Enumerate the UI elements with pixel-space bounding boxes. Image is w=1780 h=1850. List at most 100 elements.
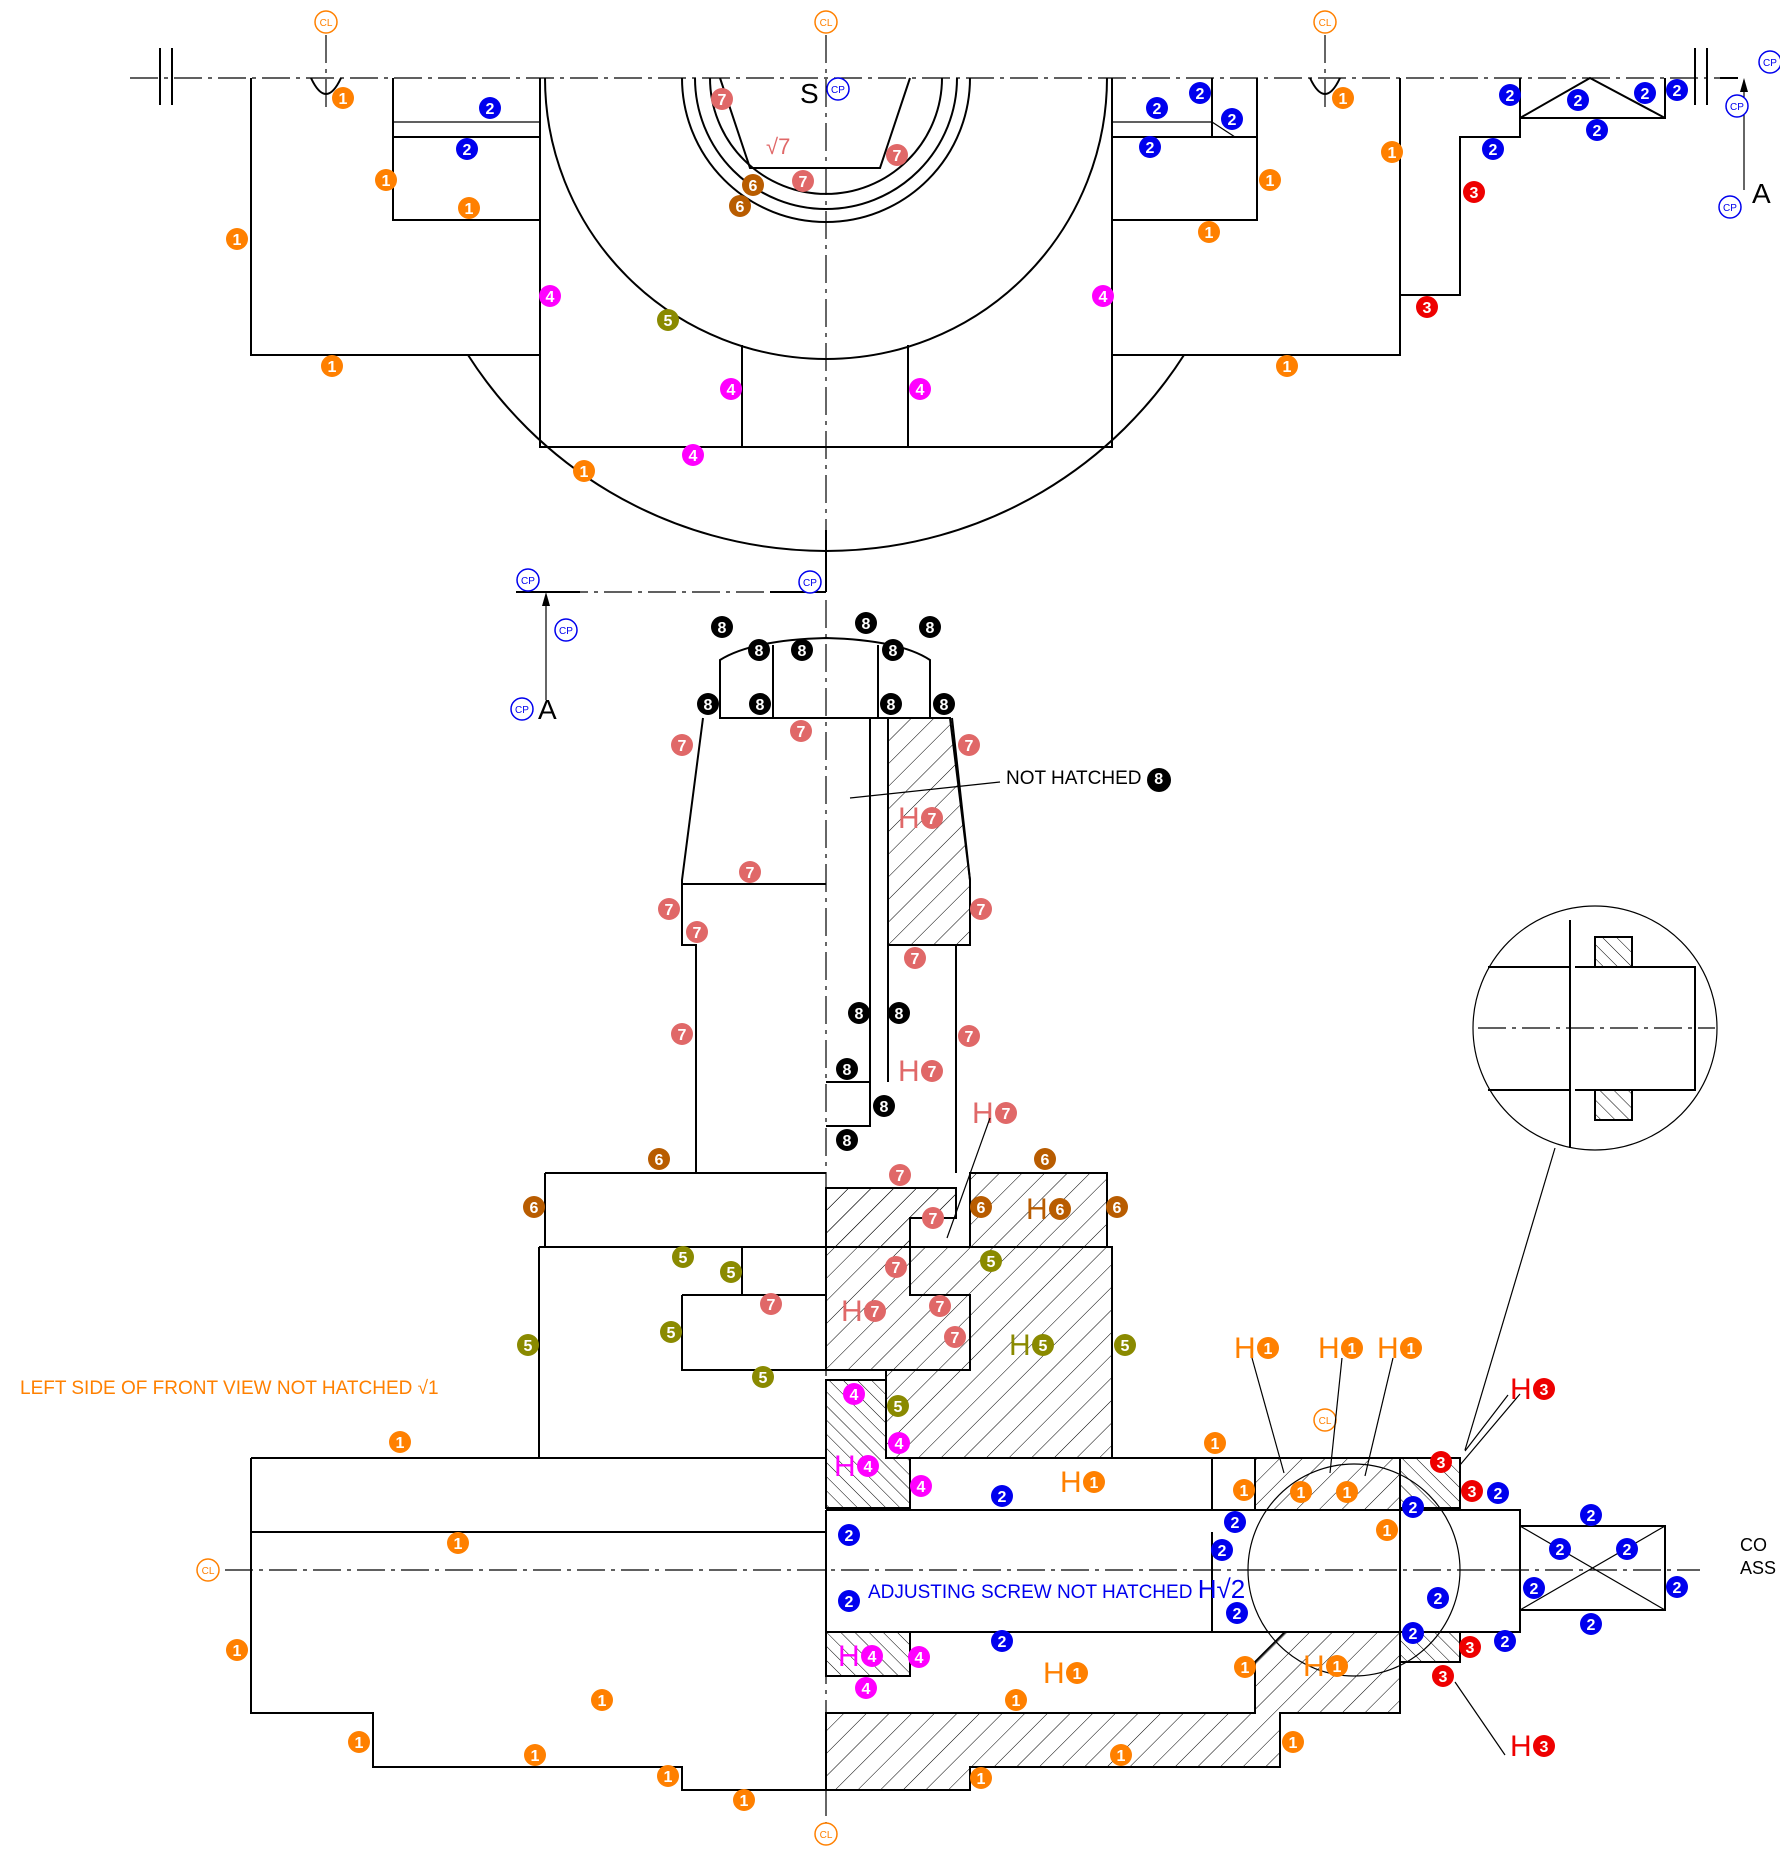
part-1-balloon: 1 — [1005, 1689, 1027, 1711]
svg-text:5: 5 — [664, 313, 673, 330]
part-4-balloon: 4 — [909, 378, 931, 400]
part-4-balloon: 4 — [843, 1383, 865, 1405]
hatch-tag-part-1: H — [1234, 1332, 1256, 1365]
part-6-balloon: 6 — [523, 1196, 545, 1218]
part-7-balloon: 7 — [921, 1060, 943, 1082]
svg-text:3: 3 — [1470, 185, 1479, 202]
part-2-balloon: 2 — [1549, 1538, 1571, 1560]
svg-text:2: 2 — [1489, 142, 1498, 159]
svg-text:5: 5 — [894, 1399, 903, 1416]
svg-text:2: 2 — [1501, 1634, 1510, 1651]
svg-text:8: 8 — [895, 1006, 904, 1023]
note-cut-off-2: ASS — [1740, 1558, 1777, 1578]
centerline-marker: CL — [814, 1822, 838, 1846]
part-4-balloon: 4 — [855, 1677, 877, 1699]
part-7-balloon: 7 — [760, 1293, 782, 1315]
part-1-balloon: 1 — [1326, 1655, 1348, 1677]
part-3-balloon: 3 — [1461, 1480, 1483, 1502]
svg-text:1: 1 — [1289, 1735, 1298, 1752]
leader-line — [946, 1117, 991, 1239]
svg-text:H: H — [1043, 1657, 1065, 1690]
part-2-balloon: 2 — [1499, 84, 1521, 106]
svg-text:H: H — [834, 1450, 856, 1483]
svg-text:1: 1 — [454, 1536, 463, 1553]
svg-text:7: 7 — [871, 1304, 880, 1321]
svg-text:2: 2 — [1231, 1515, 1240, 1532]
svg-text:1: 1 — [1117, 1748, 1126, 1765]
cutting-plane-marker: CP — [554, 618, 578, 642]
part-2-balloon: 2 — [1427, 1587, 1449, 1609]
hatch-tag-part-7: H — [841, 1295, 863, 1328]
svg-text:1: 1 — [531, 1748, 540, 1765]
svg-text:2: 2 — [1506, 88, 1515, 105]
svg-text:1: 1 — [465, 201, 474, 218]
part-2-balloon: 2 — [1567, 89, 1589, 111]
part-7-balloon: 7 — [921, 807, 943, 829]
svg-text:CP: CP — [559, 626, 573, 637]
svg-text:7: 7 — [965, 738, 974, 755]
svg-text:H: H — [838, 1640, 860, 1673]
leader-line — [1454, 1681, 1506, 1756]
part-8-balloon: 8 — [748, 639, 770, 661]
part-1-balloon: 1 — [1381, 141, 1403, 163]
svg-text:1: 1 — [1339, 91, 1348, 108]
part-7-balloon: 7 — [739, 861, 761, 883]
part-7-balloon: 7 — [790, 720, 812, 742]
leader-line — [1364, 1357, 1394, 1477]
part-3-balloon: 3 — [1432, 1665, 1454, 1687]
svg-text:4: 4 — [895, 1436, 904, 1453]
part-1-balloon: 1 — [591, 1689, 613, 1711]
note-not-hatched-text: NOT HATCHED — [1006, 768, 1142, 789]
part-7-balloon: 7 — [671, 1023, 693, 1045]
svg-text:1: 1 — [1343, 1485, 1352, 1502]
svg-text:5: 5 — [759, 1370, 768, 1387]
svg-text:CL: CL — [1319, 18, 1332, 29]
svg-text:2: 2 — [1409, 1500, 1418, 1517]
svg-text:CP: CP — [1723, 203, 1737, 214]
part-1-balloon: 1 — [1282, 1731, 1304, 1753]
part-7-balloon: 7 — [658, 898, 680, 920]
part-1-balloon: 1 — [524, 1744, 546, 1766]
part-1-balloon: 1 — [1290, 1481, 1312, 1503]
svg-text:2: 2 — [1641, 86, 1650, 103]
part-1-balloon: 1 — [226, 1639, 248, 1661]
svg-text:1: 1 — [1240, 1483, 1249, 1500]
part-7-balloon: 7 — [671, 734, 693, 756]
svg-text:6: 6 — [1056, 1202, 1065, 1219]
part-2-balloon: 2 — [1226, 1602, 1248, 1624]
surface-letter: S — [800, 78, 819, 109]
svg-text:1: 1 — [1333, 1659, 1342, 1676]
svg-text:H: H — [1318, 1332, 1340, 1365]
svg-text:1: 1 — [664, 1769, 673, 1786]
svg-text:2: 2 — [486, 101, 495, 118]
svg-text:CL: CL — [1319, 1416, 1332, 1427]
part-3-balloon: 3 — [1459, 1636, 1481, 1658]
part-7-balloon: 7 — [970, 898, 992, 920]
svg-text:7: 7 — [1002, 1106, 1011, 1123]
svg-text:5: 5 — [1121, 1338, 1130, 1355]
part-2-balloon: 2 — [1211, 1539, 1233, 1561]
svg-text:1: 1 — [1012, 1693, 1021, 1710]
svg-text:4: 4 — [546, 289, 555, 306]
svg-text:1: 1 — [233, 232, 242, 249]
part-2-balloon: 2 — [1494, 1630, 1516, 1652]
svg-text:H: H — [898, 802, 920, 835]
part-1-balloon: 1 — [1276, 355, 1298, 377]
svg-text:4: 4 — [864, 1459, 873, 1476]
part-7-balloon: 7 — [922, 1207, 944, 1229]
hatch-tag-part-3: H — [1510, 1373, 1532, 1406]
part-4-balloon: 4 — [857, 1455, 879, 1477]
svg-text:6: 6 — [749, 178, 758, 195]
part-5-balloon: 5 — [752, 1366, 774, 1388]
hatch-tag-part-6: H — [1026, 1193, 1048, 1226]
part-6-balloon: 6 — [970, 1196, 992, 1218]
svg-text:1: 1 — [598, 1693, 607, 1710]
note-cut-off-1: CO — [1740, 1535, 1767, 1555]
svg-text:H: H — [1510, 1373, 1532, 1406]
svg-text:3: 3 — [1439, 1669, 1448, 1686]
part-3-balloon: 3 — [1416, 296, 1438, 318]
part-1-balloon: 1 — [348, 1731, 370, 1753]
cutting-plane-marker: CP — [798, 570, 822, 594]
part-2-balloon: 2 — [456, 138, 478, 160]
